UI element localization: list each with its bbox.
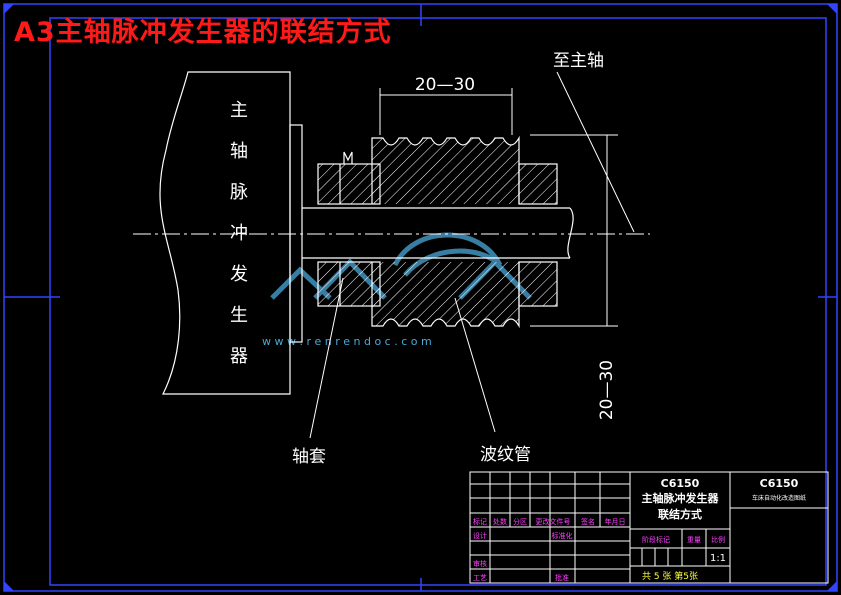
body-label: 主 轴 脉 冲 发 生 器	[230, 100, 248, 367]
body-char: 脉	[230, 182, 248, 203]
title-block	[469, 471, 829, 584]
tb-row-label: 更改文件号	[536, 517, 571, 526]
bellows	[371, 135, 520, 329]
tb-row-label: 分区	[513, 517, 527, 526]
page-title: A3主轴脉冲发生器的联结方式	[14, 17, 392, 48]
tb-process: 工艺	[473, 574, 487, 582]
dimension-top-text: 20—30	[415, 75, 475, 95]
body-char: 轴	[230, 141, 248, 162]
callout-bellows: 波纹管	[480, 445, 531, 465]
sleeve	[317, 163, 381, 307]
body-char: 器	[230, 346, 248, 367]
tb-review: 审核	[473, 559, 487, 568]
dimension-right	[530, 134, 618, 327]
tb-name-2: 联结方式	[658, 507, 702, 521]
tb-sheets: 共 5 张 第5张	[642, 570, 698, 582]
shaft	[302, 207, 574, 259]
clamp	[518, 163, 558, 307]
tb-row-label: 处数	[493, 517, 507, 526]
set-screw	[343, 151, 353, 164]
body-char: 冲	[230, 223, 248, 244]
callout-spindle: 至主轴	[553, 51, 604, 71]
dimension-top	[379, 88, 513, 135]
watermark-text: w w w . r e n r e n d o c . c o m	[262, 335, 432, 348]
tb-right-model: C6150	[760, 477, 799, 490]
tb-scale-label: 比例	[711, 535, 725, 544]
leader-lines	[309, 71, 635, 439]
dimension-right-text: 20—30	[597, 360, 617, 420]
title-block-text: C6150 主轴脉冲发生器 联结方式 C6150 车床自动化改造图纸 标记 处数…	[473, 477, 806, 582]
tb-approve: 批准	[555, 573, 569, 582]
tb-model: C6150	[661, 477, 700, 490]
callout-sleeve: 轴套	[292, 447, 326, 467]
tb-weight: 重量	[687, 536, 701, 544]
drawing-frame	[3, 3, 838, 592]
tb-right-desc: 车床自动化改造图纸	[752, 494, 806, 502]
tb-standard: 标准化	[552, 531, 573, 540]
tb-row-label: 年月日	[605, 517, 626, 526]
tb-row-label: 签名	[581, 517, 595, 526]
body-char: 主	[230, 100, 248, 121]
tb-scale-value: 1:1	[710, 553, 726, 564]
tb-name-1: 主轴脉冲发生器	[642, 491, 720, 505]
tb-row-label: 标记	[473, 517, 487, 526]
tb-design: 设计	[473, 531, 487, 540]
tb-stage-mark: 阶段标记	[642, 535, 670, 544]
body-char: 发	[230, 264, 248, 285]
body-char: 生	[230, 305, 248, 326]
